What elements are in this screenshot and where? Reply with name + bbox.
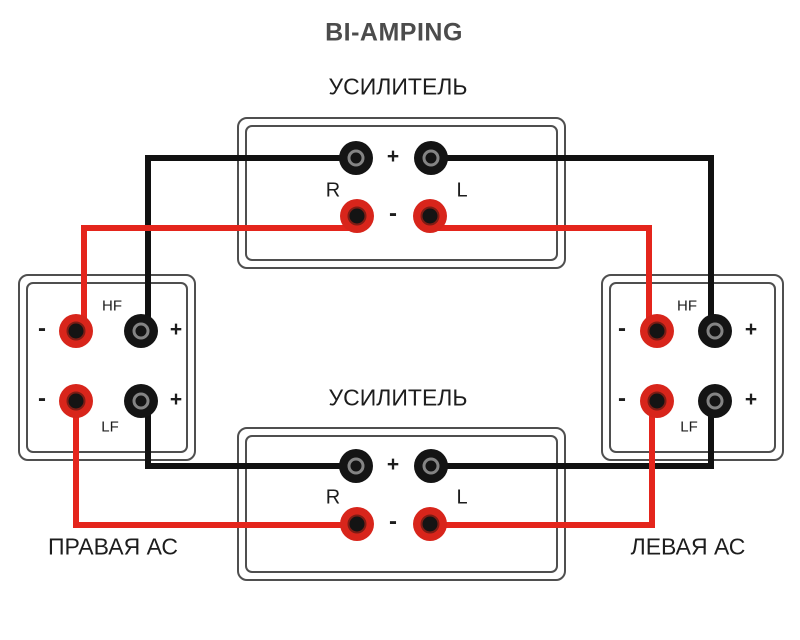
wire-black-bottom-left-horizontal: [145, 463, 359, 469]
wire-red-bottom-right-horizontal: [430, 522, 655, 528]
wire-black-bottom-right-horizontal: [431, 463, 714, 469]
wire-red-top-right-vertical: [646, 225, 652, 334]
wire-red-bottom-left-vertical: [73, 398, 79, 528]
post-hole: [420, 206, 440, 226]
amp-top-plus-sign: +: [386, 145, 400, 168]
post-hole: [66, 321, 86, 341]
speaker-right-inner-border: [609, 282, 776, 453]
speaker-left-lf-black-post: [124, 384, 158, 418]
post-hole: [347, 206, 367, 226]
speaker-right-lf-red-post: [640, 384, 674, 418]
speaker-left-hf-minus-sign: -: [38, 315, 46, 342]
amplifier-bottom-label: УСИЛИТЕЛЬ: [328, 384, 468, 411]
post-hole: [66, 391, 86, 411]
speaker-left-lf-minus-sign: -: [38, 385, 46, 412]
wire-red-top-left-vertical: [81, 225, 87, 334]
amp-top-black-post-l: [414, 141, 448, 175]
amplifier-bottom-box: [237, 427, 566, 581]
amp-top-channel-r-label: R: [325, 179, 341, 202]
speaker-left-lf-label: LF: [101, 418, 119, 436]
amp-bottom-black-post-l: [414, 449, 448, 483]
post-hole: [422, 149, 440, 167]
post-hole: [422, 457, 440, 475]
amp-bottom-red-post-l: [413, 507, 447, 541]
amplifier-bottom-inner-border: [245, 435, 558, 573]
amp-top-red-post-l: [413, 199, 447, 233]
wire-black-bottom-right-vertical: [708, 398, 714, 469]
wire-black-top-right-horizontal: [431, 155, 714, 161]
amp-bottom-channel-r-label: R: [325, 486, 341, 509]
amplifier-top-box: [237, 117, 566, 269]
speaker-right-lf-black-post: [698, 384, 732, 418]
wire-red-bottom-left-horizontal: [73, 522, 360, 528]
post-hole: [347, 149, 365, 167]
speaker-right-hf-minus-sign: -: [618, 315, 626, 342]
speaker-right-name: ЛЕВАЯ АС: [630, 533, 746, 560]
amp-top-minus-sign: -: [389, 200, 397, 227]
post-hole: [347, 457, 365, 475]
post-hole: [647, 321, 667, 341]
post-hole: [420, 514, 440, 534]
post-hole: [706, 392, 724, 410]
speaker-left-hf-label: HF: [102, 297, 122, 315]
wire-black-top-right-vertical: [708, 155, 714, 334]
amp-bottom-plus-sign: +: [386, 453, 400, 476]
speaker-left-inner-border: [26, 282, 188, 453]
speaker-left-name: ПРАВАЯ АС: [47, 533, 179, 560]
speaker-left-hf-plus-sign: +: [169, 318, 183, 341]
speaker-right-hf-plus-sign: +: [744, 318, 758, 341]
diagram-title: BI-AMPING: [325, 18, 463, 47]
speaker-right-lf-label: LF: [680, 418, 698, 436]
post-hole: [647, 391, 667, 411]
speaker-right-hf-black-post: [698, 314, 732, 348]
speaker-right-hf-red-post: [640, 314, 674, 348]
speaker-right-lf-plus-sign: +: [744, 388, 758, 411]
amp-bottom-red-post-r: [340, 507, 374, 541]
amp-top-red-post-r: [340, 199, 374, 233]
wire-red-top-left-horizontal: [81, 225, 360, 231]
speaker-left-box: [18, 274, 196, 461]
amp-top-channel-l-label: L: [456, 179, 468, 202]
amp-bottom-black-post-r: [339, 449, 373, 483]
amp-bottom-channel-l-label: L: [456, 486, 468, 509]
post-hole: [706, 322, 724, 340]
post-hole: [347, 514, 367, 534]
speaker-right-hf-label: HF: [677, 297, 697, 315]
post-hole: [132, 392, 150, 410]
speaker-right-box: [601, 274, 784, 461]
wire-black-top-left-horizontal: [145, 155, 359, 161]
speaker-left-lf-red-post: [59, 384, 93, 418]
amplifier-top-inner-border: [245, 125, 558, 261]
amp-bottom-minus-sign: -: [389, 508, 397, 535]
speaker-right-lf-minus-sign: -: [618, 385, 626, 412]
speaker-left-hf-black-post: [124, 314, 158, 348]
wire-black-bottom-left-vertical: [145, 398, 151, 469]
post-hole: [132, 322, 150, 340]
amp-top-black-post-r: [339, 141, 373, 175]
wire-red-bottom-right-vertical: [649, 398, 655, 528]
amplifier-top-label: УСИЛИТЕЛЬ: [328, 73, 468, 100]
wire-black-top-left-vertical: [145, 155, 151, 334]
speaker-left-hf-red-post: [59, 314, 93, 348]
wire-red-top-right-horizontal: [430, 225, 652, 231]
speaker-left-lf-plus-sign: +: [169, 388, 183, 411]
